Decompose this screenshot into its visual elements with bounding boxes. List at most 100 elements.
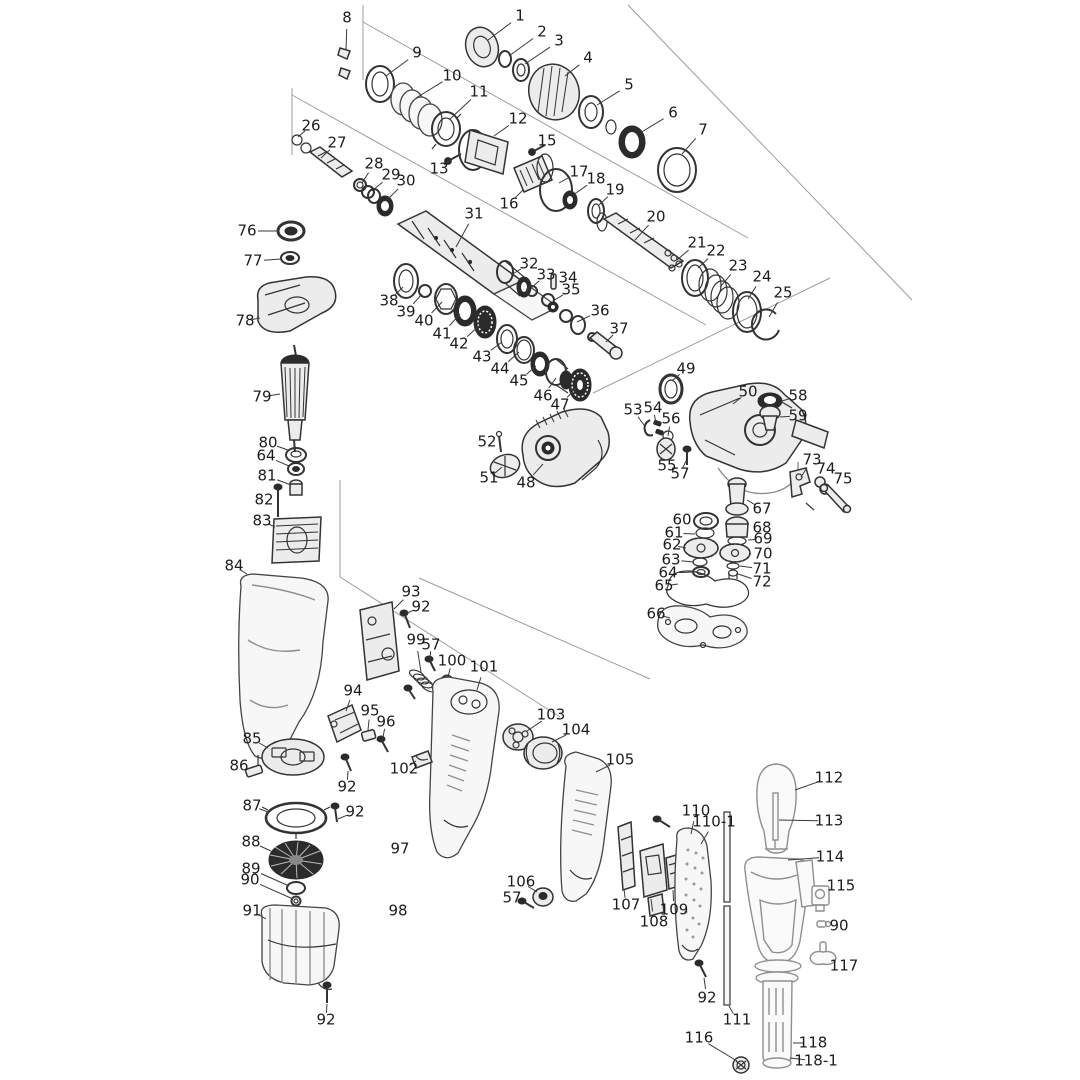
part-screw-57a [682, 445, 692, 465]
part-label-22-20: 22 [706, 242, 725, 260]
part-label-70-68: 70 [753, 545, 772, 563]
leader-line-116 [708, 1043, 738, 1062]
leader-line-31 [455, 223, 470, 248]
part-motor-housing-84 [238, 573, 329, 768]
leader-line-113 [778, 819, 819, 822]
part-label-87-86: 87 [242, 797, 261, 815]
part-ring-49 [658, 373, 684, 405]
part-label-42-40: 42 [449, 335, 468, 353]
part-label-3-2: 3 [554, 32, 564, 50]
part-ring-22 [681, 259, 709, 297]
part-housing-101 [429, 676, 500, 859]
part-bearing-80 [285, 447, 307, 463]
part-label-7-6: 7 [698, 121, 708, 139]
part-label-64-62: 64 [658, 564, 677, 582]
part-lever-75 [805, 483, 852, 514]
part-label-35-33: 35 [561, 281, 580, 299]
part-label-98-101: 98 [388, 902, 407, 920]
leader-line-90 [259, 883, 294, 900]
part-label-62-60: 62 [662, 536, 681, 554]
part-ring-30 [376, 195, 394, 217]
leader-line-45 [526, 365, 537, 375]
part-change-cover-4 [528, 63, 580, 121]
part-label-2-1: 2 [537, 23, 547, 41]
leader-line-10 [415, 81, 443, 99]
part-label-9-8: 9 [412, 44, 422, 62]
part-ring-11 [431, 111, 462, 150]
part-spacer-72 [727, 569, 739, 579]
part-spindle-20 [596, 212, 685, 269]
leader-line-22 [697, 258, 709, 269]
leader-line-27 [320, 149, 331, 159]
part-label-26-24: 26 [301, 117, 320, 135]
part-label-58-56: 58 [788, 387, 807, 405]
leader-line-77 [263, 258, 282, 261]
assembly-group-frames [291, 4, 913, 718]
part-label-109-114: 109 [660, 901, 689, 919]
part-ring-87 [261, 801, 331, 839]
leader-line-47 [566, 387, 577, 398]
part-label-92-94: 92 [316, 1011, 335, 1029]
part-label-92-91: 92 [411, 598, 430, 616]
leader-line-49 [671, 374, 681, 382]
part-connecting-rod-37 [587, 331, 623, 360]
leader-line-36 [576, 315, 591, 323]
part-label-16-14: 16 [499, 195, 518, 213]
leader-line-5 [596, 90, 620, 106]
part-rings-26 [291, 134, 312, 154]
leader-line-66 [662, 615, 671, 619]
part-label-43-41: 43 [472, 348, 491, 366]
part-label-92-92: 92 [337, 778, 356, 796]
part-label-52-50: 52 [477, 433, 496, 451]
leader-line-57 [429, 651, 432, 660]
leader-line-40 [431, 301, 443, 314]
leader-line-96 [382, 728, 386, 738]
part-ring-77 [280, 251, 300, 265]
part-cap-103 [502, 723, 534, 751]
part-rear-housing-105 [560, 751, 612, 902]
part-label-97-100: 97 [390, 840, 409, 858]
leader-line-17 [558, 176, 571, 184]
leader-line-87 [259, 808, 269, 813]
leader-line-89 [260, 873, 290, 887]
part-grip-cover-110 [674, 827, 712, 961]
part-label-94-97: 94 [343, 682, 362, 700]
part-label-29-27: 29 [381, 166, 400, 184]
part-rod-113 [772, 792, 779, 848]
part-label-61-59: 61 [664, 524, 683, 542]
leader-line-16 [514, 189, 524, 199]
part-label-112-118: 112 [815, 769, 844, 787]
leader-line-12 [493, 124, 510, 137]
leader-line-81 [277, 479, 292, 486]
leader-line-11 [449, 99, 472, 120]
part-wing-bolt-117 [809, 941, 837, 966]
part-gear-70 [719, 543, 751, 563]
part-screw-96 [376, 735, 389, 753]
leader-line-1 [487, 22, 512, 41]
part-pin-90b [816, 920, 832, 928]
part-circlip-25 [750, 308, 780, 341]
leader-line-3 [524, 46, 551, 65]
leader-line-104 [551, 734, 567, 743]
leader-line-110 [690, 821, 695, 835]
part-label-54-52: 54 [643, 399, 662, 417]
part-label-21-19: 21 [687, 234, 706, 252]
part-spring-23 [698, 268, 740, 320]
part-label-24-22: 24 [752, 268, 771, 286]
part-label-4-3: 4 [583, 49, 593, 67]
part-clip-8 [337, 47, 351, 81]
leader-line-118-1 [789, 1057, 806, 1061]
leader-line-92 [325, 1003, 328, 1013]
part-label-15-13: 15 [537, 132, 556, 150]
leader-line-54 [653, 414, 657, 424]
part-ring-90a [290, 895, 302, 907]
part-label-74-72: 74 [816, 460, 835, 478]
part-bracket-73 [789, 467, 811, 498]
part-oring-17 [539, 168, 573, 212]
leader-line-92 [346, 770, 349, 780]
leader-line-39 [412, 293, 423, 305]
leader-line-65 [670, 583, 679, 586]
part-label-57-103: 57 [421, 636, 440, 654]
part-ring-9 [365, 65, 395, 103]
